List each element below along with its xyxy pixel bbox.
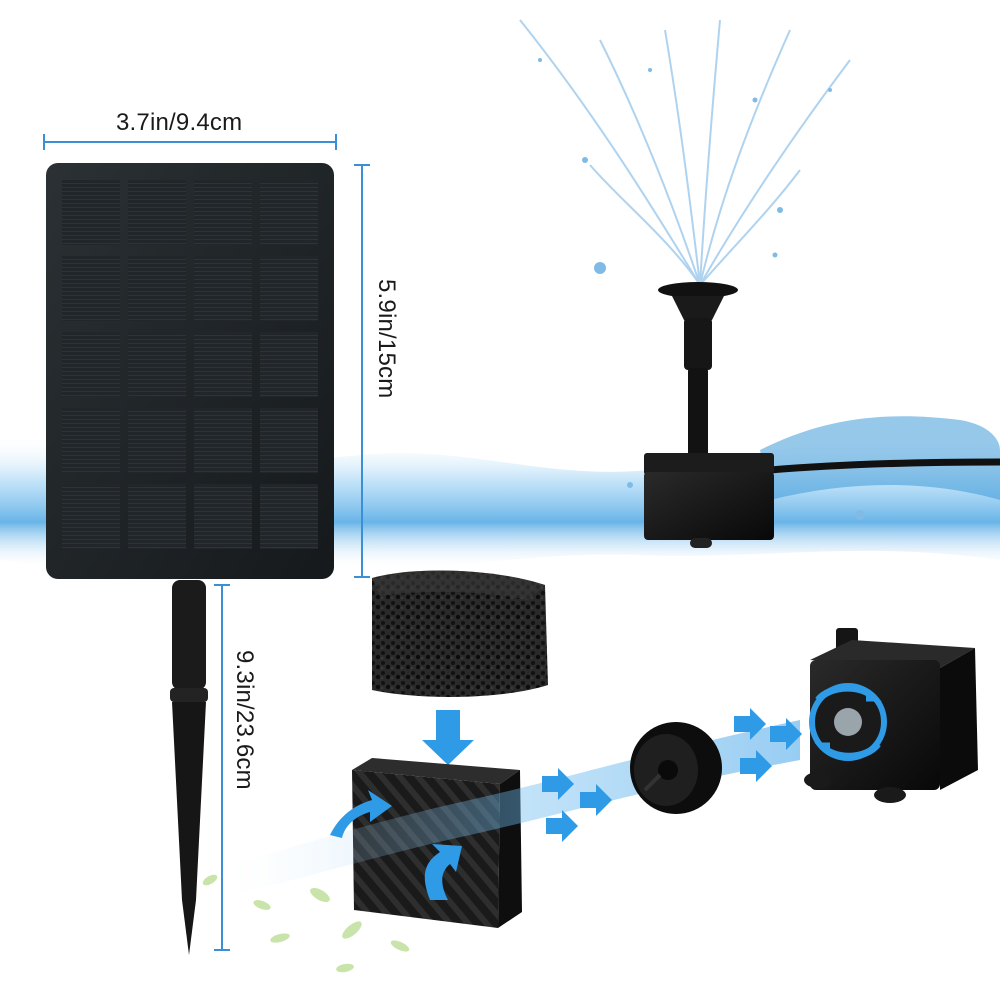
stake-length-label: 9.3in/23.6cm <box>231 650 258 790</box>
ground-stake <box>170 580 208 955</box>
solar-panel <box>46 163 334 579</box>
water-wave <box>760 416 1000 500</box>
fountain-spray <box>519 19 851 286</box>
intake-arrow <box>330 790 392 838</box>
decorative-leaves <box>202 874 410 973</box>
water-droplets <box>538 58 893 520</box>
down-arrow <box>422 710 474 765</box>
solar-cells <box>62 180 318 549</box>
intake-arrow-2 <box>424 844 462 900</box>
panel-height-label: 5.9in/15cm <box>373 279 400 399</box>
dimension-lines <box>43 134 370 951</box>
submersible-pump <box>804 628 978 803</box>
panel-width-label: 3.7in/9.4cm <box>116 109 243 136</box>
fountain-pump <box>644 282 1000 548</box>
pump-cable <box>769 458 1000 474</box>
flow-arrows <box>542 708 802 842</box>
filter-sponge <box>372 570 548 697</box>
rubber-cover <box>630 722 722 814</box>
